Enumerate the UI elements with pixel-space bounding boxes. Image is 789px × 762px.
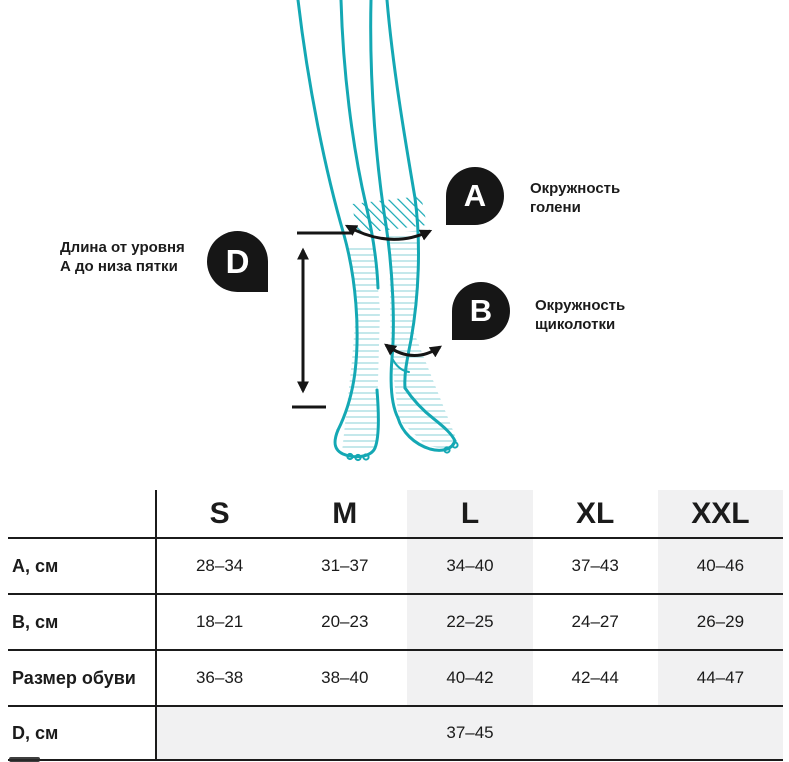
row-label-shoe: Размер обуви xyxy=(8,651,157,705)
left-leg-outline xyxy=(296,0,380,462)
label-length-from-a: Длина от уровня А до низа пятки xyxy=(60,238,185,276)
badge-d-letter: D xyxy=(225,242,250,280)
measurement-arrows xyxy=(292,224,442,409)
cell-a-m: 31–37 xyxy=(321,556,369,575)
cell-b-s: 18–21 xyxy=(195,612,244,631)
col-header-m: M xyxy=(332,496,358,530)
table-row-shoe: Размер обуви 36–38 38–40 40–42 42–44 44–… xyxy=(8,651,783,707)
cell-a-xl: 37–43 xyxy=(571,556,619,575)
badge-b: B xyxy=(452,282,510,340)
cell-a-xxl: 40–46 xyxy=(657,539,783,593)
col-header-xxl: XXL xyxy=(657,490,783,537)
legs-illustration xyxy=(292,0,459,462)
table-row-a: А, см 28–34 31–37 34–40 37–43 40–46 xyxy=(8,539,783,595)
cell-b-xxl: 26–29 xyxy=(657,595,783,649)
label-length-line2: А до низа пятки xyxy=(60,258,178,275)
badge-a-letter: A xyxy=(463,178,487,213)
row-label-b: В, см xyxy=(8,595,157,649)
label-ankle-line1: Окружность xyxy=(535,297,626,314)
cell-b-l: 22–25 xyxy=(407,595,533,649)
cell-a-l: 34–40 xyxy=(407,539,533,593)
table-row-b: В, см 18–21 20–23 22–25 24–27 26–29 xyxy=(8,595,783,651)
corner-cell xyxy=(8,490,157,537)
label-calf-line1: Окружность xyxy=(530,180,621,197)
cell-d-merged: 37–45 xyxy=(157,707,783,759)
cell-shoe-s: 36–38 xyxy=(195,668,244,687)
cell-shoe-l: 40–42 xyxy=(407,651,533,705)
label-calf-line2: голени xyxy=(530,199,581,216)
cell-b-xl: 24–27 xyxy=(571,612,619,631)
row-label-d: D, см xyxy=(8,707,157,759)
label-ankle-circumference: Окружность щиколотки xyxy=(535,296,625,334)
measurement-diagram: A B D Окружность голени Окружность щикол… xyxy=(60,0,625,462)
size-table-header-row: S M L XL XXL xyxy=(8,490,783,539)
col-header-xl: XL xyxy=(576,496,615,530)
badge-b-letter: B xyxy=(469,293,493,328)
col-header-l: L xyxy=(407,490,533,537)
label-ankle-line2: щиколотки xyxy=(535,316,616,333)
label-length-line1: Длина от уровня xyxy=(60,239,185,256)
cell-b-m: 20–23 xyxy=(321,612,369,631)
ankle-circumference-arrow xyxy=(384,343,442,358)
row-label-a: А, см xyxy=(8,539,157,593)
sock-stripes xyxy=(342,230,456,452)
label-calf-circumference: Окружность голени xyxy=(530,179,620,217)
calf-circumference-arrow xyxy=(344,224,433,241)
clipped-bottom-fragment xyxy=(9,757,40,762)
cell-a-s: 28–34 xyxy=(195,556,244,575)
col-header-s: S xyxy=(209,496,230,530)
cell-shoe-xl: 42–44 xyxy=(571,668,619,687)
cell-shoe-xxl: 44–47 xyxy=(657,651,783,705)
table-row-d: D, см 37–45 xyxy=(8,707,783,761)
badge-d: D xyxy=(207,231,268,292)
badge-a: A xyxy=(446,167,504,225)
size-table: S M L XL XXL А, см 28–34 31–37 34–40 37–… xyxy=(8,490,783,761)
cell-shoe-m: 38–40 xyxy=(321,668,369,687)
